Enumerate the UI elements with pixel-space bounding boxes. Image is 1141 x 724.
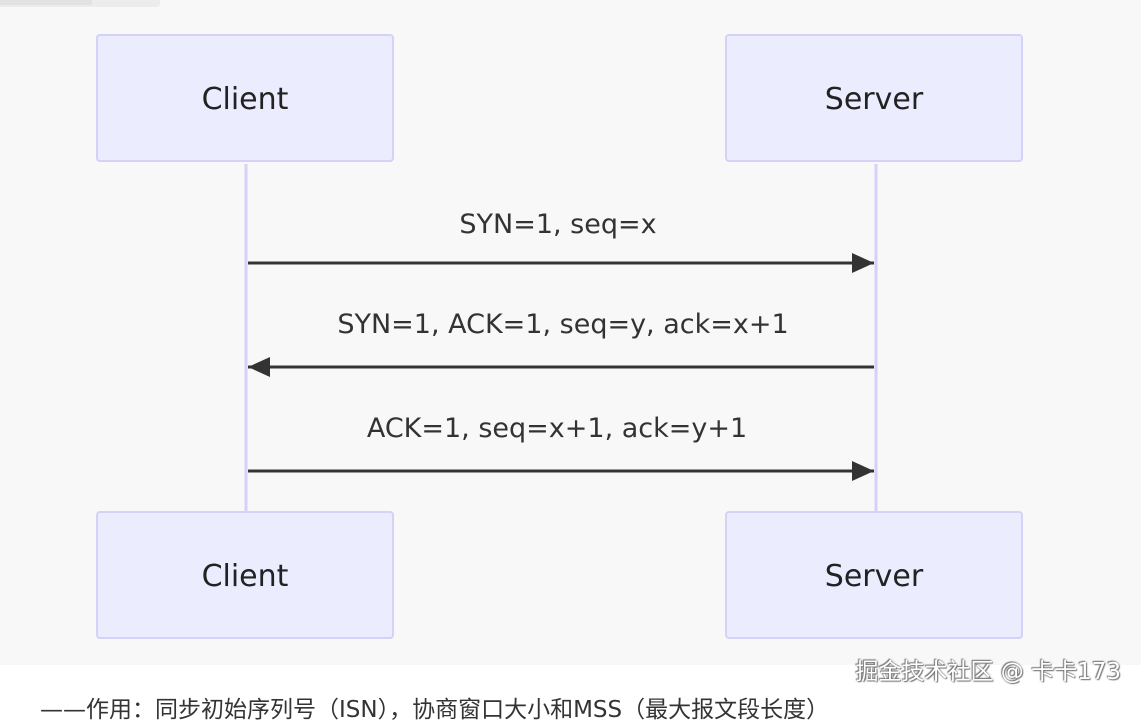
footer-text: ——作用：同步初始序列号（ISN），协商窗口大小和MSS（最大报文段长度） — [40, 697, 830, 723]
message-label-3: ACK=1, seq=x+1, ack=y+1 — [367, 413, 747, 444]
actor-client-top: Client — [96, 34, 394, 162]
sequence-diagram: SYN=1, seq=x SYN=1, ACK=1, seq=y, ack=x+… — [244, 164, 878, 512]
watermark: 掘金技术社区 @ 卡卡173 — [855, 659, 1121, 685]
actor-server-top-label: Server — [824, 81, 924, 117]
actor-client-top-label: Client — [201, 81, 289, 117]
message-label-1: SYN=1, seq=x — [459, 209, 656, 240]
actor-server-bottom: Server — [725, 511, 1023, 639]
top-scroll-tab — [0, 0, 160, 7]
top-scroll-tab-inner — [0, 0, 92, 5]
actor-client-bottom-label: Client — [201, 558, 289, 594]
message-label-2: SYN=1, ACK=1, seq=y, ack=x+1 — [337, 309, 788, 340]
actor-client-bottom: Client — [96, 511, 394, 639]
actor-server-bottom-label: Server — [824, 558, 924, 594]
actor-server-top: Server — [725, 34, 1023, 162]
